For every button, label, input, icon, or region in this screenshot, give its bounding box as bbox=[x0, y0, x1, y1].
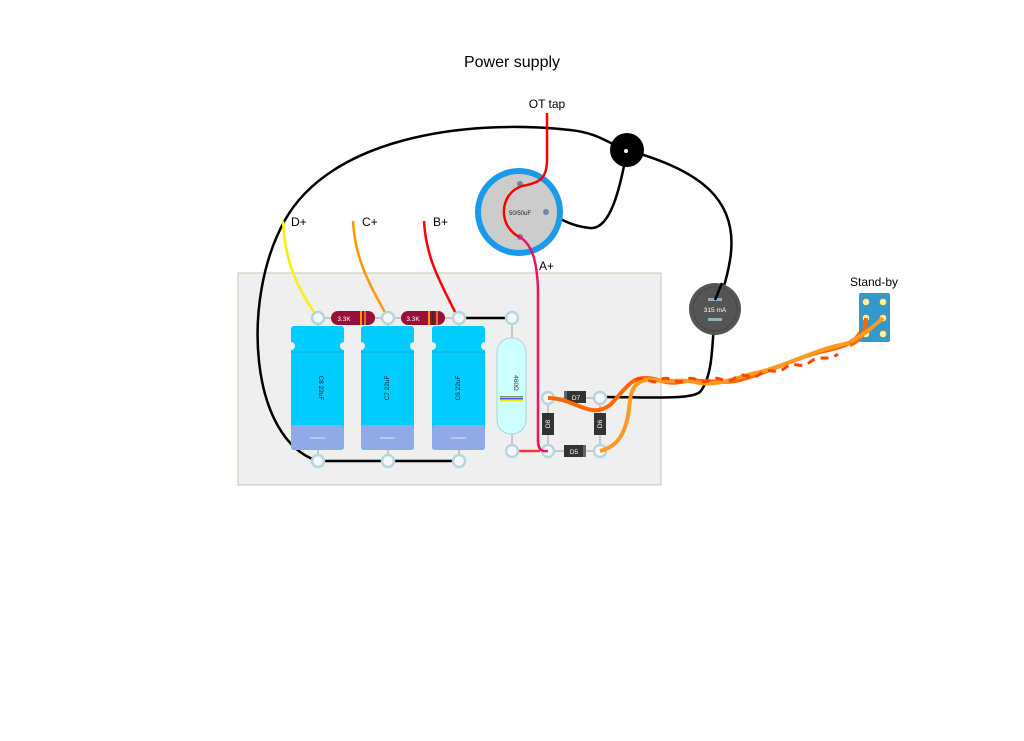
diagram-title: Power supply bbox=[464, 54, 560, 71]
bleeder-resistor-value: 460Ω bbox=[512, 375, 519, 391]
solder-pad bbox=[504, 310, 520, 326]
wire-standby-twist bbox=[634, 352, 839, 384]
diode-d8: D8 bbox=[542, 413, 554, 435]
wire-b-plus bbox=[422, 220, 460, 319]
label-ot-tap: OT tap bbox=[529, 97, 566, 111]
solder-pad bbox=[310, 310, 326, 326]
wire-c-plus bbox=[351, 220, 390, 319]
resistor-r2-value: 3.3K bbox=[406, 316, 420, 323]
solder-pad bbox=[380, 453, 396, 469]
diode-d5: D5 bbox=[564, 445, 586, 457]
capacitor-c6: C6 22uF bbox=[428, 326, 489, 450]
resistor-r1: 3.3K bbox=[331, 311, 375, 325]
diode-d5-label: D5 bbox=[570, 449, 579, 456]
solder-pad bbox=[451, 453, 467, 469]
main-capacitor: 50/50uF bbox=[475, 168, 563, 256]
capacitor-c8-value: C8 22uF bbox=[317, 376, 324, 401]
label-c-plus: C+ bbox=[362, 215, 378, 229]
solder-pad bbox=[592, 390, 608, 406]
label-d-plus: D+ bbox=[291, 215, 307, 229]
diode-d8-label: D8 bbox=[545, 419, 552, 428]
fuse-value: 315 mA bbox=[704, 307, 727, 314]
capacitor-c7: C7 22uF bbox=[357, 326, 418, 450]
main-capacitor-value: 50/50uF bbox=[509, 211, 531, 217]
diode-d7: D7 bbox=[564, 391, 586, 403]
label-standby: Stand-by bbox=[850, 275, 898, 289]
solder-pad bbox=[380, 310, 396, 326]
resistor-r1-value: 3.3K bbox=[337, 316, 351, 323]
wire-fuse-top bbox=[713, 282, 724, 301]
capacitor-c6-value: C6 22uF bbox=[455, 376, 462, 401]
label-a-plus: A+ bbox=[539, 259, 554, 273]
resistor-r2: 3.3K bbox=[401, 311, 445, 325]
diode-d7-label: D7 bbox=[572, 395, 581, 402]
wire-ground-loop bbox=[256, 125, 628, 463]
wire-standby-2 bbox=[599, 318, 886, 453]
solder-pad bbox=[504, 443, 520, 459]
capacitor-c8: C8 22uF bbox=[287, 326, 348, 450]
capacitor-c7-value: C7 22uF bbox=[384, 376, 391, 401]
cap-terminal-right bbox=[543, 209, 549, 215]
diode-d6: D6 bbox=[594, 413, 606, 435]
label-b-plus: B+ bbox=[433, 215, 448, 229]
wire-fuse-to-rectifier bbox=[599, 307, 717, 399]
wire-d-plus bbox=[281, 220, 320, 319]
solder-pad bbox=[310, 453, 326, 469]
wire-a-plus-end bbox=[536, 439, 549, 453]
wire-standby-end-2 bbox=[849, 316, 885, 344]
diode-d6-label: D6 bbox=[597, 419, 604, 428]
dc-jack bbox=[610, 133, 644, 167]
bleeder-resistor: 460Ω bbox=[496, 337, 527, 435]
fuse-holder: 315 mA bbox=[689, 283, 741, 335]
solder-pad bbox=[451, 310, 467, 326]
wire-ot-tap bbox=[502, 113, 549, 239]
